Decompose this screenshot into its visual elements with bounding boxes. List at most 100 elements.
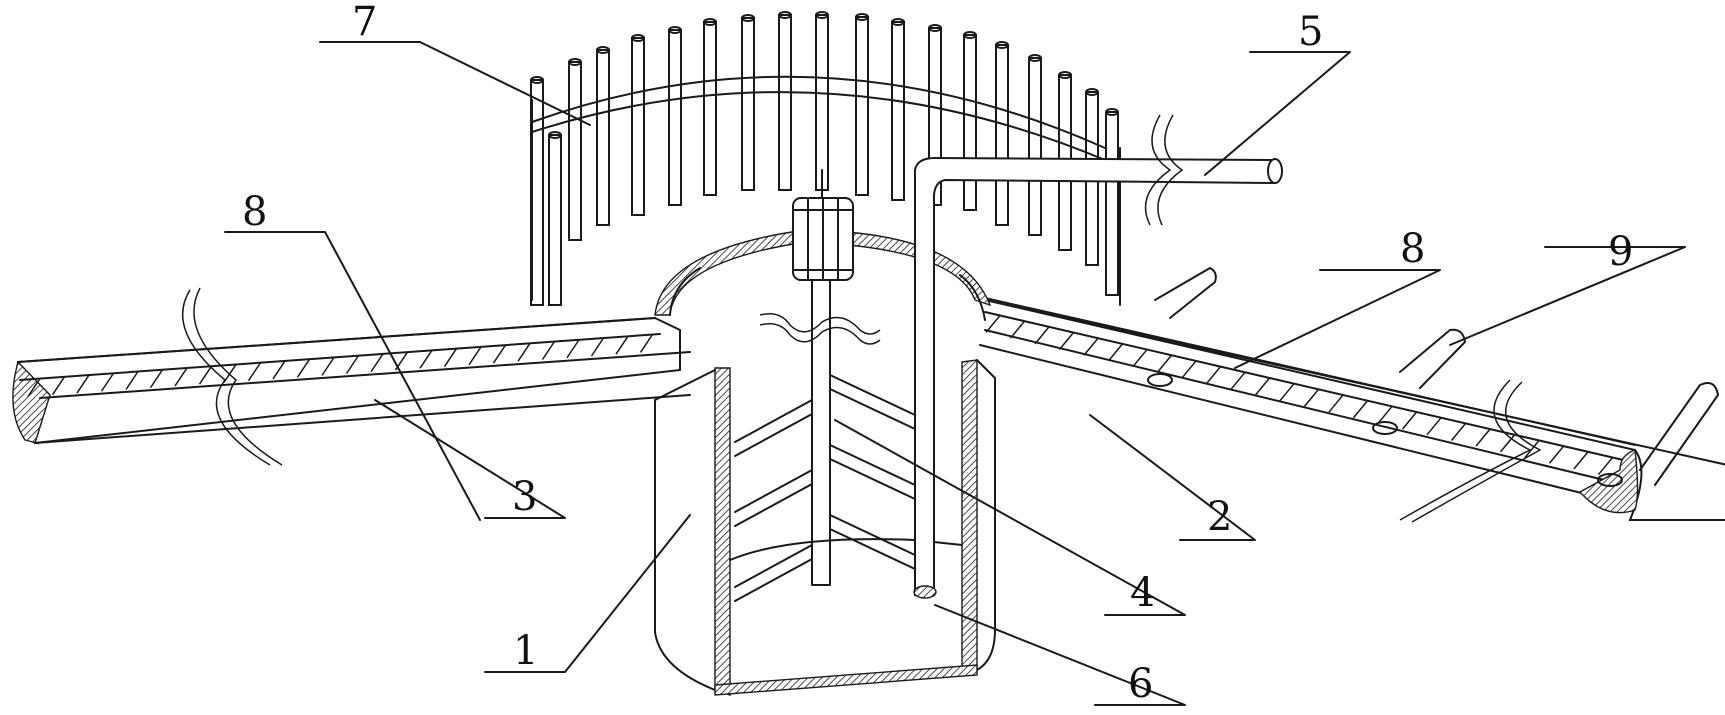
label-8-left: 8 — [242, 189, 267, 235]
rod-cap — [568, 58, 582, 66]
trough-slat — [272, 360, 286, 380]
trough-slat — [590, 337, 605, 357]
blade — [829, 514, 916, 556]
trough-slat — [1279, 383, 1295, 402]
rod-cap — [995, 41, 1009, 49]
trough-slat — [1156, 354, 1173, 373]
trough-slat — [1450, 422, 1467, 441]
trough-slat — [1181, 360, 1197, 379]
trough-slat — [1426, 417, 1442, 436]
label-7: 7 — [352, 0, 377, 45]
blade — [734, 413, 813, 457]
trough-slat — [566, 339, 580, 359]
trough-slat — [1548, 445, 1565, 464]
trough-slat — [419, 349, 433, 369]
left-trough — [12, 287, 691, 466]
label-8-right: 8 — [1400, 226, 1425, 272]
trough-slat — [443, 348, 458, 367]
frame-rod — [668, 29, 682, 206]
rod-cap — [631, 34, 645, 42]
stirrer — [734, 169, 916, 602]
trough-slat — [198, 365, 213, 385]
trough-slat — [345, 355, 360, 375]
rod-cap — [596, 46, 610, 54]
rod-cap — [1028, 54, 1042, 62]
frame-rod — [995, 44, 1009, 226]
blade — [734, 469, 813, 513]
trough-slat — [1058, 332, 1075, 351]
trough-slat — [517, 342, 531, 362]
frame-rod — [1028, 57, 1042, 236]
trough-slat — [1107, 343, 1124, 362]
label-6: 6 — [1128, 661, 1153, 707]
trough-slat — [985, 315, 1001, 333]
feed-pipe — [913, 114, 1283, 599]
blade — [734, 544, 813, 588]
blade — [829, 374, 916, 416]
rod-cap — [741, 14, 755, 22]
label-1: 1 — [513, 628, 538, 674]
trough-slat — [1573, 451, 1589, 470]
rod-cap — [778, 11, 792, 19]
trough-slat — [370, 353, 384, 373]
trough-slat — [321, 356, 335, 376]
trough-slat — [541, 341, 556, 360]
trough-slat — [223, 364, 237, 383]
trough-slat — [492, 344, 507, 364]
rod-cap — [815, 11, 829, 19]
trough-slat — [1009, 320, 1026, 339]
trough-slat — [1597, 457, 1614, 476]
trough-slat — [615, 335, 629, 355]
rod-cap — [1105, 108, 1119, 116]
trough-slat — [174, 367, 188, 387]
rod-cap — [928, 24, 942, 32]
trough-slat — [1254, 377, 1271, 396]
label-3: 3 — [512, 474, 537, 520]
rod-cap — [1058, 71, 1072, 79]
trough-slat — [1132, 349, 1148, 368]
frame-rod — [778, 14, 792, 191]
frame-rod — [703, 21, 717, 196]
label-9: 9 — [1608, 229, 1633, 275]
rod-cap — [548, 131, 562, 139]
trough-slat — [1377, 405, 1393, 424]
frame-rod — [596, 49, 610, 226]
blade — [734, 483, 813, 527]
label-2: 2 — [1207, 494, 1232, 540]
trough-slat — [51, 376, 66, 396]
blade — [734, 558, 813, 602]
frame-rod — [963, 34, 977, 211]
trough-slat — [1034, 326, 1050, 345]
trough-slat — [1475, 428, 1491, 447]
trough-slat — [149, 369, 164, 389]
blade — [829, 388, 916, 430]
frame-rod — [1105, 111, 1119, 296]
leader-lines — [224, 41, 1686, 706]
trough-slat — [1401, 411, 1418, 430]
trough-slat — [468, 346, 482, 366]
trough-slat — [1352, 400, 1369, 419]
trough-slat — [1303, 388, 1320, 407]
trough-slat — [639, 334, 654, 353]
frame-rod — [855, 16, 869, 196]
frame-rod — [741, 17, 755, 191]
blade — [734, 399, 813, 443]
trough-slat — [1205, 366, 1222, 385]
trough-slat — [296, 358, 311, 378]
label-4: 4 — [1130, 570, 1155, 616]
main-vessel — [654, 229, 996, 696]
rod-cap — [1085, 88, 1099, 96]
trough-slat — [247, 362, 262, 382]
trough-slat — [125, 371, 139, 390]
blade — [829, 444, 916, 486]
trough-slat — [1083, 337, 1099, 356]
trough-slat — [76, 374, 90, 394]
trough-slat — [1524, 440, 1540, 459]
trough-slat — [1499, 434, 1516, 453]
frame-rod — [548, 134, 562, 306]
rod-cap — [963, 31, 977, 39]
rod-cap — [891, 18, 905, 26]
rod-cap — [855, 13, 869, 21]
